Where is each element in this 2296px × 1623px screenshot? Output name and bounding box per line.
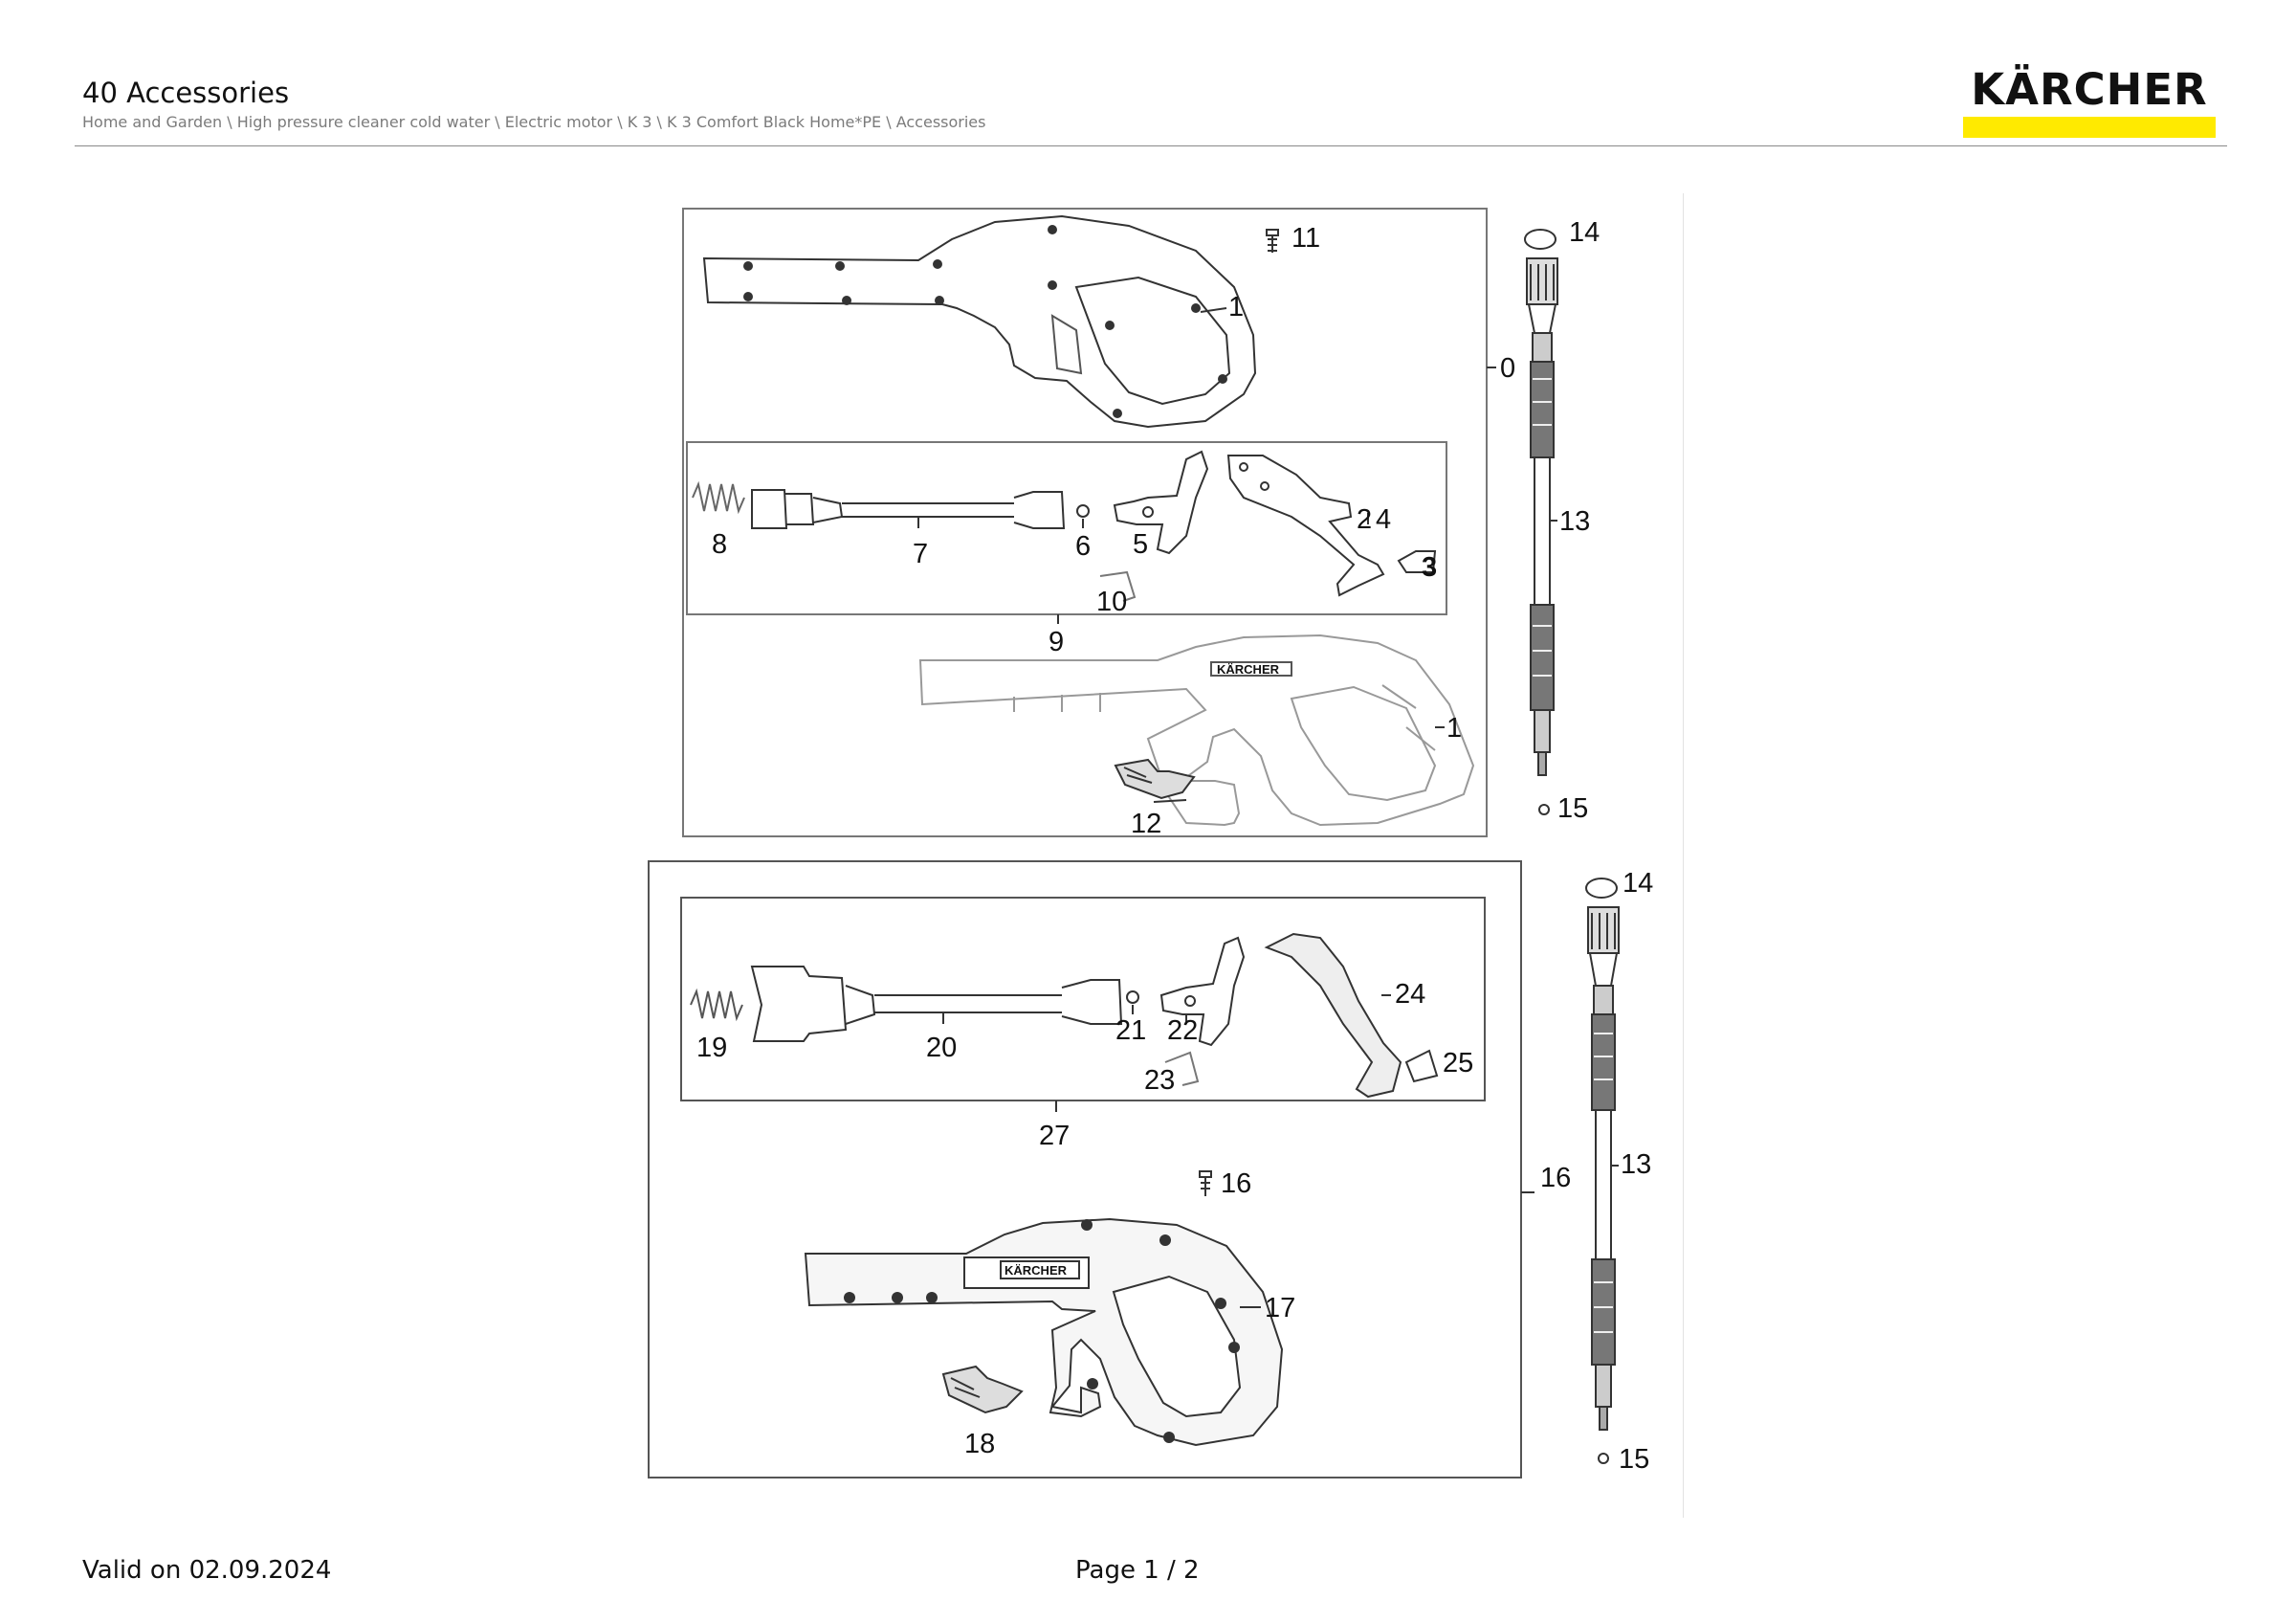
callout-17: 17 [1265, 1293, 1295, 1323]
oring-14b-icon [1585, 878, 1618, 899]
callout-3: 3 [1422, 552, 1437, 583]
screw-11-icon [1266, 229, 1279, 253]
callout-8: 8 [712, 529, 727, 560]
spring-19-icon [690, 988, 743, 1022]
pipe-7 [751, 489, 788, 529]
callout-15-lower: 15 [1619, 1444, 1649, 1475]
callout-9: 9 [1049, 627, 1064, 657]
callout-11: 11 [1292, 223, 1320, 254]
assembly-9-frame [686, 441, 1447, 615]
page-number: Page 1 / 2 [1075, 1556, 1200, 1585]
gun-housing-17 [804, 1217, 1284, 1447]
callout-20: 20 [926, 1033, 957, 1063]
oring-6-icon [1076, 504, 1090, 518]
clip-23-icon [1164, 1051, 1200, 1086]
callout-27: 27 [1039, 1121, 1070, 1151]
oring-14a-icon [1524, 229, 1556, 250]
callout-2: 2 [1357, 504, 1372, 535]
callout-25: 25 [1443, 1048, 1473, 1078]
spring-8-icon [692, 480, 745, 515]
breadcrumb[interactable]: Home and Garden \ High pressure cleaner … [82, 113, 986, 131]
screw-16-icon [1199, 1170, 1212, 1196]
oring-15a-icon [1538, 804, 1550, 815]
assembly-27-frame [680, 897, 1486, 1101]
pipe-20 [750, 966, 848, 1042]
callout-14-lower: 14 [1623, 868, 1653, 899]
clip-10-icon [1099, 570, 1137, 602]
push-button-12 [1114, 758, 1196, 803]
callout-1-lower: 1 [1446, 713, 1462, 744]
karcher-logo: KÄRCHER [1963, 63, 2216, 138]
oring-21-icon [1126, 990, 1139, 1004]
column-divider [1683, 193, 1684, 1518]
logo-yellow-bar [1963, 117, 2216, 138]
callout-1: 1 [1228, 292, 1244, 322]
valve-5 [1113, 450, 1209, 555]
cover-3-icon [1397, 550, 1437, 573]
oring-15b-icon [1598, 1453, 1609, 1464]
assembly-0-frame [682, 208, 1488, 837]
spray-lance-lower [1585, 878, 1620, 1464]
callout-21: 21 [1115, 1015, 1146, 1046]
callout-16-screw: 16 [1221, 1168, 1251, 1199]
gun-badge-lower: KÄRCHER [1004, 1263, 1068, 1278]
callout-7: 7 [913, 539, 928, 569]
spray-lance-upper [1524, 229, 1558, 815]
callout-18: 18 [964, 1429, 995, 1459]
validity-date: Valid on 02.09.2024 [82, 1556, 332, 1585]
callout-10: 10 [1096, 587, 1127, 617]
gun-housing-half-top [702, 214, 1257, 429]
header-divider [75, 145, 2227, 146]
callout-4: 4 [1376, 504, 1391, 535]
trigger-24 [1264, 932, 1402, 1099]
callout-12: 12 [1131, 809, 1161, 839]
page-title: 40 Accessories [82, 77, 290, 109]
callout-24: 24 [1395, 979, 1425, 1010]
callout-13: 13 [1559, 506, 1590, 537]
callout-14: 14 [1569, 217, 1600, 248]
push-button-18 [941, 1365, 1024, 1414]
callout-13-lower: 13 [1621, 1149, 1651, 1180]
callout-23: 23 [1144, 1065, 1175, 1096]
trigger-2 [1226, 455, 1385, 597]
assembly-16-frame [648, 860, 1522, 1478]
callout-15: 15 [1557, 793, 1588, 824]
cover-25-icon [1404, 1049, 1439, 1083]
callout-19: 19 [696, 1033, 727, 1063]
callout-0: 0 [1500, 353, 1515, 384]
callout-22: 22 [1167, 1015, 1198, 1046]
callout-16: 16 [1540, 1163, 1571, 1193]
gun-housing-half-bottom [918, 634, 1475, 827]
callout-6: 6 [1075, 531, 1091, 562]
callout-5: 5 [1133, 529, 1148, 560]
logo-wordmark: KÄRCHER [1971, 64, 2208, 115]
gun-badge-upper: KÄRCHER [1217, 662, 1280, 677]
